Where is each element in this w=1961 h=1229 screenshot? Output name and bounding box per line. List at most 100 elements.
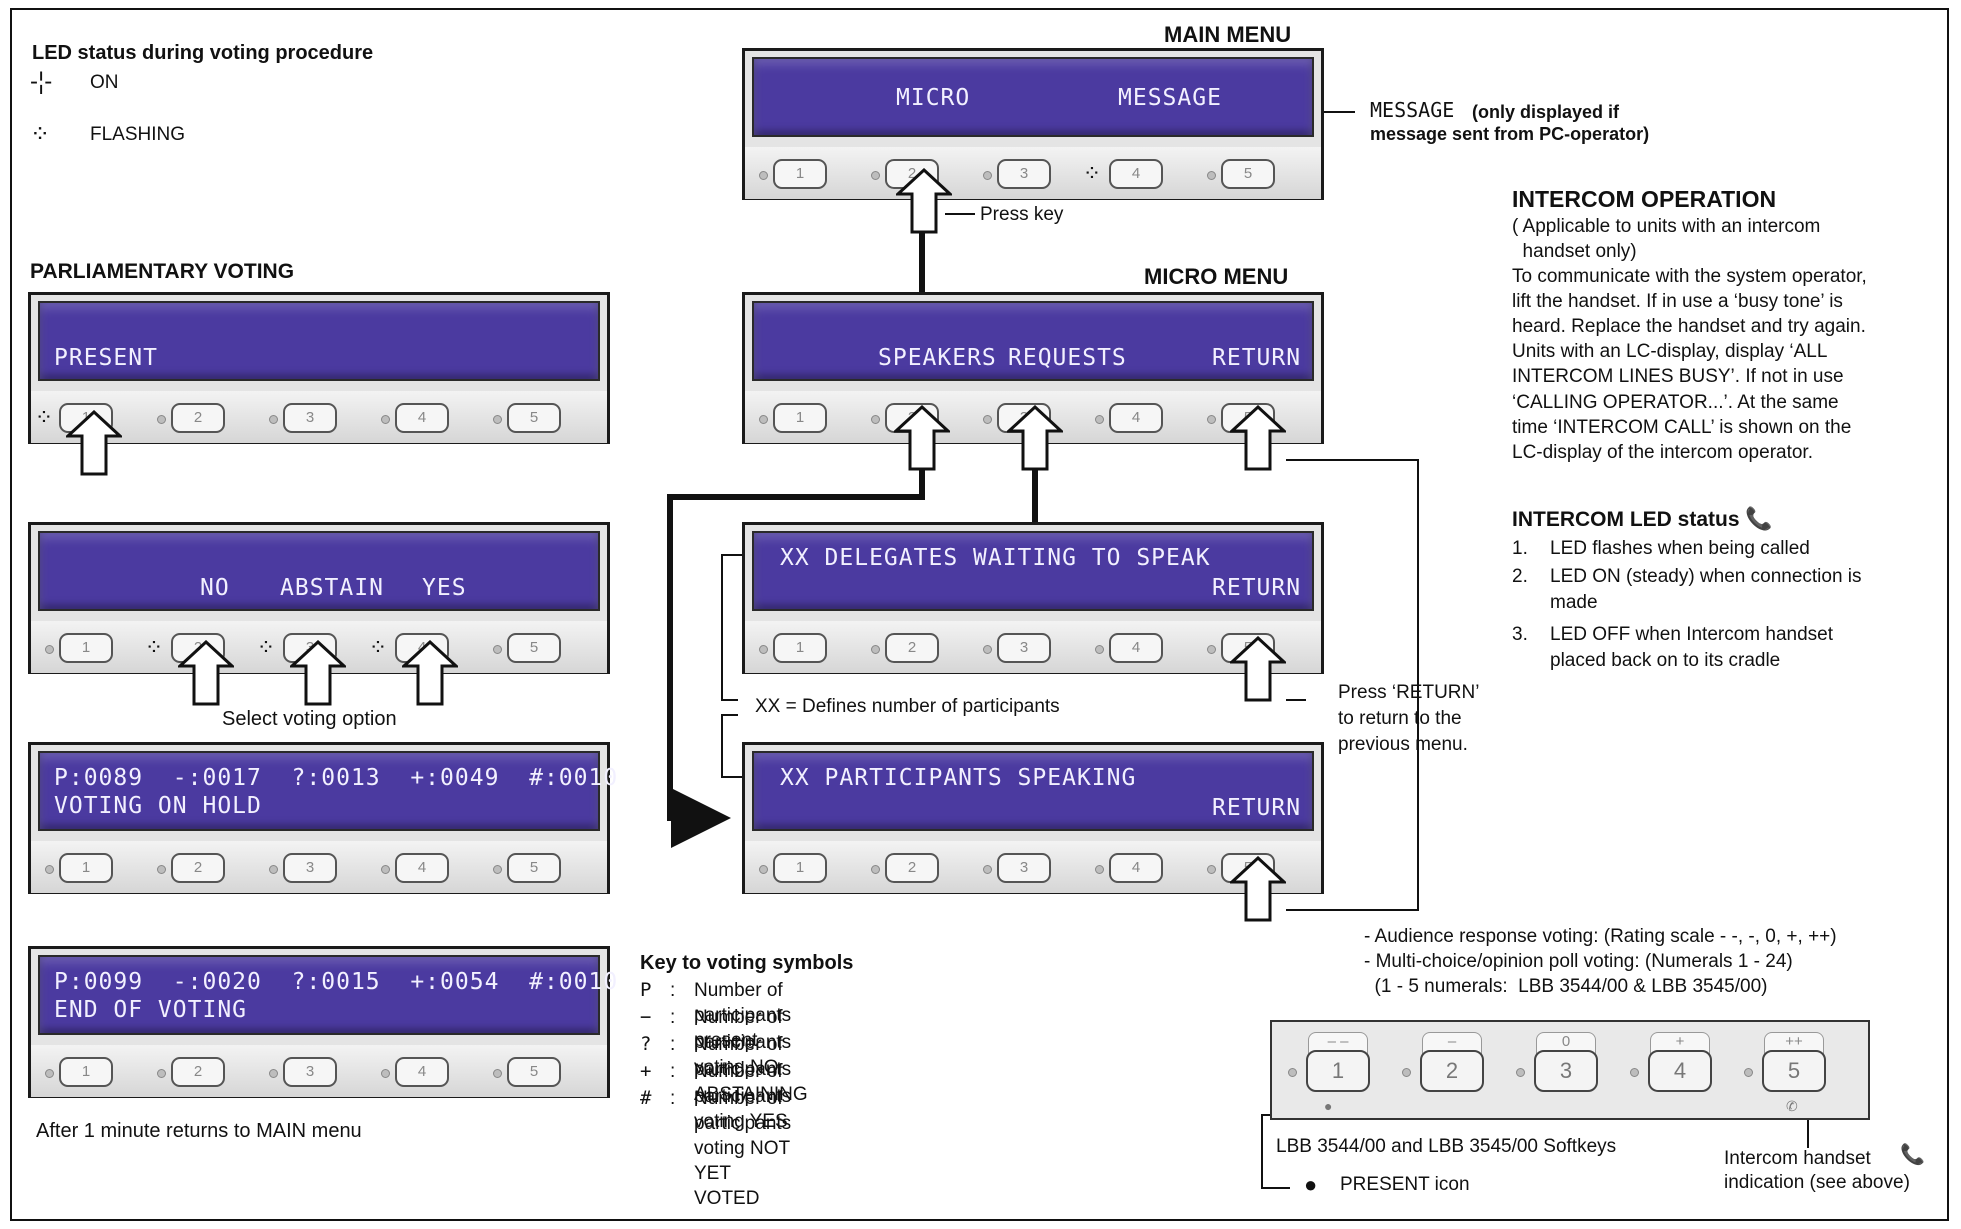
softkey-1[interactable]: 1 — [1306, 1050, 1370, 1092]
main-menu-display: MICRO MESSAGE — [752, 57, 1314, 137]
softkey-4[interactable]: 4 — [1109, 633, 1163, 663]
softkey-4[interactable]: 4 — [1109, 853, 1163, 883]
intercom-title: INTERCOM OPERATION — [1512, 186, 1777, 212]
phone-icon: ✆ — [1786, 1098, 1798, 1114]
waiting-display: XX DELEGATES WAITING TO SPEAK RETURN — [752, 531, 1314, 611]
main-menu-micro: MICRO — [896, 85, 971, 111]
diagram-frame — [10, 8, 1949, 1221]
after-minute-note: After 1 minute returns to MAIN menu — [36, 1120, 362, 1142]
micro-return: RETURN — [1212, 345, 1302, 371]
softkey-2[interactable]: 2 — [171, 1057, 225, 1087]
hold-status: VOTING ON HOLD — [54, 793, 262, 819]
led-flashing-icon: ⁘ — [256, 635, 276, 660]
heading-main-menu: MAIN MENU — [1164, 22, 1292, 47]
waiting-return: RETURN — [1212, 575, 1302, 601]
softkey-1[interactable]: 1 — [59, 853, 113, 883]
softkey-1[interactable]: 1 — [773, 403, 827, 433]
list-item: 3. LED OFF when Intercom handset placed … — [1512, 624, 1834, 671]
speaking-display: XX PARTICIPANTS SPEAKING RETURN — [752, 751, 1314, 831]
intercom-indication-line2: indication (see above) — [1724, 1172, 1910, 1193]
softkey-row: 1 2 3 ⁘4 5 — [745, 147, 1321, 199]
speaking-return: RETURN — [1212, 795, 1302, 821]
present-icon: ● — [1324, 1098, 1333, 1114]
softkey-3[interactable]: 3 — [997, 853, 1051, 883]
waiting-panel: XX DELEGATES WAITING TO SPEAK RETURN 1 2… — [742, 522, 1324, 674]
softkey-5[interactable]: 5 — [1221, 159, 1275, 189]
end-results: P:0099 -:0020 ?:0015 +:0054 #:0010 — [54, 969, 619, 995]
softkey-1[interactable]: 1 — [59, 633, 113, 663]
softkey-3[interactable]: 3 — [1534, 1050, 1598, 1092]
press-arrow-icon — [1230, 636, 1286, 702]
softkey-4[interactable]: 4 — [395, 403, 449, 433]
softkey-2[interactable]: 2 — [885, 633, 939, 663]
main-menu-message: MESSAGE — [1118, 85, 1222, 111]
intercom-text: ( Applicable to units with an intercom h… — [1512, 216, 1867, 463]
softkey-row: 1 2 3 4 5 — [31, 841, 607, 893]
softkey-3[interactable]: 3 — [283, 403, 337, 433]
softkey-1[interactable]: 1 — [773, 159, 827, 189]
softkey-3[interactable]: 3 — [283, 1057, 337, 1087]
led-flashing-icon: ⁘ — [144, 635, 164, 660]
micro-requests: REQUESTS — [1008, 345, 1127, 371]
vote-options-display: NO ABSTAIN YES — [38, 531, 600, 611]
legend-flashing: FLASHING — [90, 124, 186, 145]
legend-title: LED status during voting procedure — [32, 42, 374, 64]
vote-no: NO — [200, 575, 230, 601]
speaking-panel: XX PARTICIPANTS SPEAKING RETURN 1 2 3 4 … — [742, 742, 1324, 894]
softkey-5[interactable]: 5 — [507, 633, 561, 663]
press-arrow-icon — [1007, 405, 1063, 471]
softkey-4[interactable]: 4 — [395, 1057, 449, 1087]
press-return-line3: previous menu. — [1338, 734, 1468, 755]
hold-results: P:0089 -:0017 ?:0013 +:0049 #:0010 — [54, 765, 619, 791]
softkey-1[interactable]: 1 — [59, 1057, 113, 1087]
softkey-row: 1 2 3 4 5 — [745, 841, 1321, 893]
message-note-line1: (only displayed if — [1472, 102, 1620, 122]
softkey-2[interactable]: 2 — [1420, 1050, 1484, 1092]
waiting-line: XX DELEGATES WAITING TO SPEAK — [780, 545, 1211, 571]
vote-yes: YES — [422, 575, 467, 601]
xx-definition: XX = Defines number of participants — [755, 696, 1060, 717]
softkey-1[interactable]: 1 — [773, 853, 827, 883]
message-note-line2: message sent from PC-operator) — [1370, 124, 1650, 144]
phone-icon: 📞 — [1745, 506, 1773, 531]
end-voting-display: P:0099 -:0020 ?:0015 +:0054 #:0010 END O… — [38, 955, 617, 1035]
voting-hold-display: P:0089 -:0017 ?:0013 +:0049 #:0010 VOTIN… — [38, 751, 617, 831]
legend-on: ON — [90, 72, 119, 93]
press-arrow-icon — [1230, 856, 1286, 922]
softkey-3[interactable]: 3 — [997, 159, 1051, 189]
micro-menu-display: SPEAKERS REQUESTS RETURN — [752, 301, 1314, 381]
led-flashing-icon: ⁘ — [30, 121, 51, 148]
speaking-line: XX PARTICIPANTS SPEAKING — [780, 765, 1137, 791]
softkey-4[interactable]: 4 — [1648, 1050, 1712, 1092]
end-voting-panel: P:0099 -:0020 ?:0015 +:0054 #:0010 END O… — [28, 946, 617, 1098]
intercom-led-title: INTERCOM LED status 📞 — [1512, 506, 1773, 531]
press-arrow-icon — [1230, 405, 1286, 471]
softkey-1[interactable]: 1 — [773, 633, 827, 663]
softkey-4[interactable]: 4 — [1109, 403, 1163, 433]
present-icon: ● — [1304, 1172, 1318, 1197]
softkey-4[interactable]: 4 — [395, 853, 449, 883]
key-symbols-title: Key to voting symbols — [640, 952, 854, 974]
softkey-3[interactable]: 3 — [283, 853, 337, 883]
led-flashing-icon: ⁘ — [368, 635, 388, 660]
softkey-5[interactable]: 5 — [507, 853, 561, 883]
softkey-3[interactable]: 3 — [997, 633, 1051, 663]
softkey-4[interactable]: 4 — [1109, 159, 1163, 189]
press-key-label: Press key — [980, 204, 1064, 225]
softkeys-panel: – – – 0 + ++ 1 2 3 4 5 ● ✆ — [1270, 1020, 1870, 1120]
softkey-2[interactable]: 2 — [171, 403, 225, 433]
softkey-5[interactable]: 5 — [507, 403, 561, 433]
heading-parliamentary-voting: PARLIAMENTARY VOTING — [30, 260, 295, 283]
select-voting-option: Select voting option — [222, 708, 397, 730]
message-lcd-word: MESSAGE — [1370, 98, 1455, 122]
softkey-2[interactable]: 2 — [171, 853, 225, 883]
present-panel: PRESENT ⁘1 2 3 4 5 — [28, 292, 610, 444]
main-menu-panel: MICRO MESSAGE 1 2 3 ⁘4 5 — [742, 48, 1324, 200]
softkey-5[interactable]: 5 — [1762, 1050, 1826, 1092]
softkey-5[interactable]: 5 — [507, 1057, 561, 1087]
vote-abstain: ABSTAIN — [280, 575, 384, 601]
softkey-2[interactable]: 2 — [885, 853, 939, 883]
heading-micro-menu: MICRO MENU — [1144, 264, 1289, 289]
softkey-row: 1 2 3 4 5 — [745, 621, 1321, 673]
micro-speakers: SPEAKERS — [878, 345, 997, 371]
